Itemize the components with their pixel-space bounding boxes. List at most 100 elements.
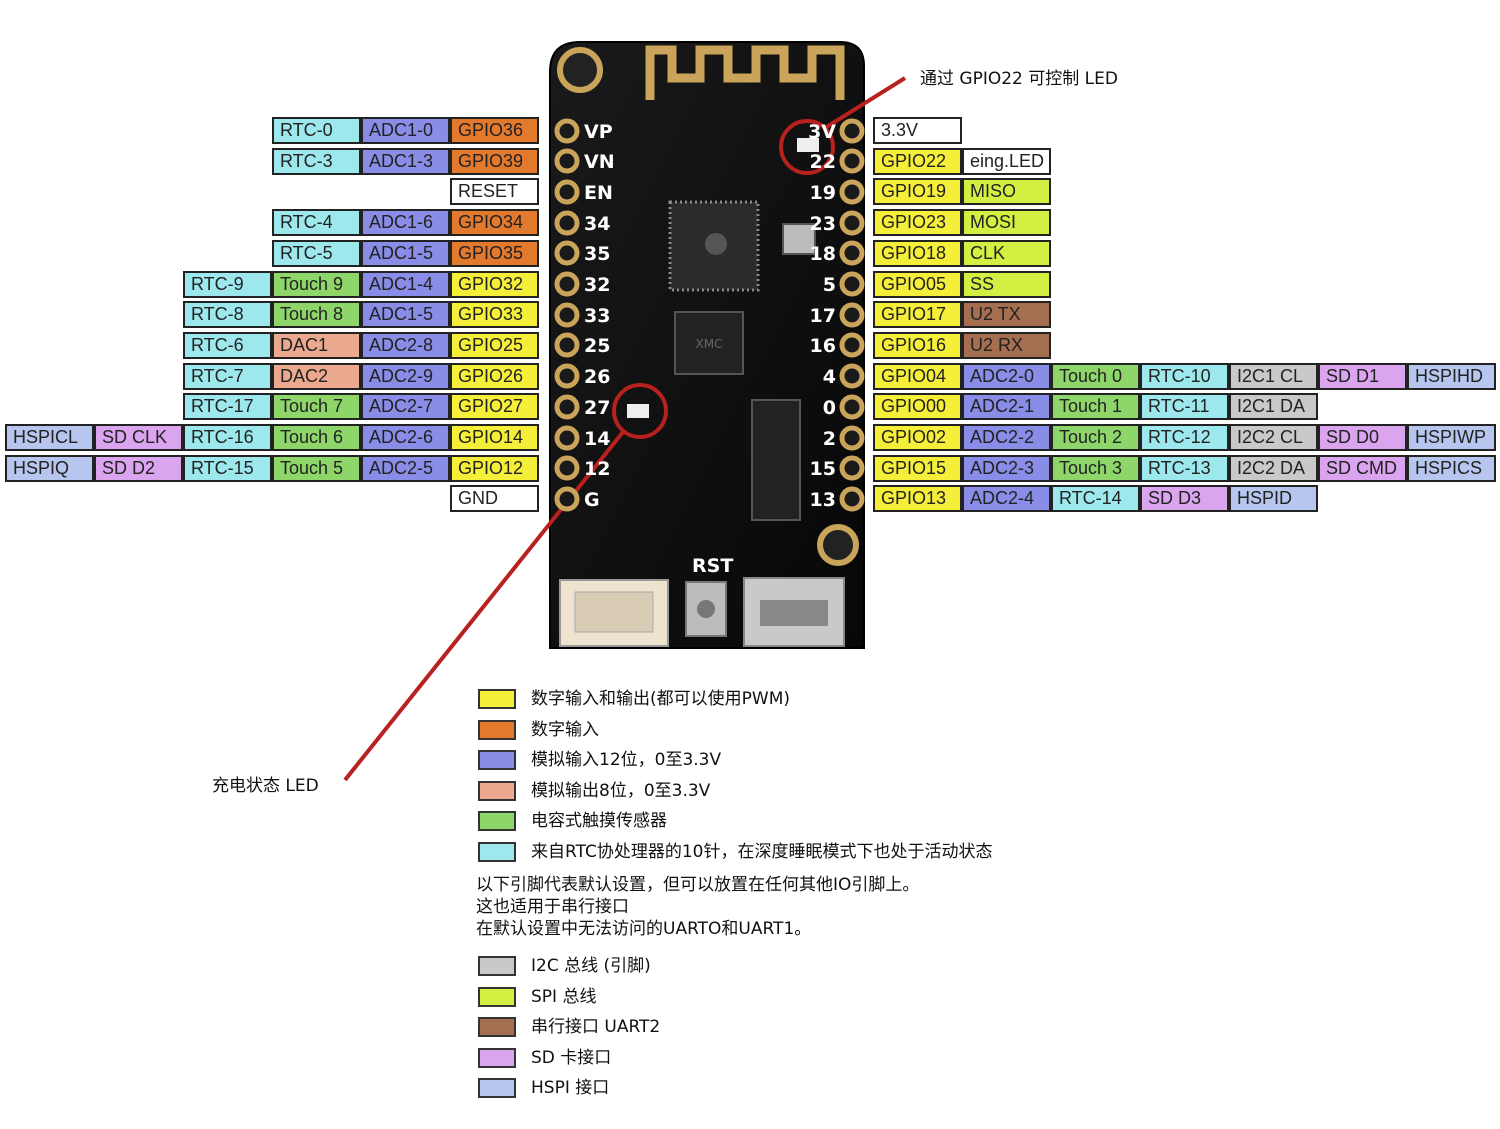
legend-note-line-1: 以下引脚代表默认设置，但可以放置在任何其他IO引脚上。	[476, 875, 920, 895]
pin-function-touch-6: Touch 6	[272, 424, 361, 451]
board-header-pin	[554, 486, 580, 512]
board-silk-label-0: 0	[823, 397, 836, 419]
pin-function-touch-7: Touch 7	[272, 393, 361, 420]
pin-gpio17: GPIO17	[873, 301, 962, 328]
legend-label: 模拟输出8位，0至3.3V	[531, 780, 711, 801]
board-silk-label-27: 27	[584, 397, 610, 419]
pin-gpio13: GPIO13	[873, 485, 962, 512]
pin-function-u2-rx: U2 RX	[962, 332, 1051, 359]
pin-gpio35: GPIO35	[450, 240, 539, 267]
pin-function-adc2-4: ADC2-4	[962, 485, 1051, 512]
board-silk-label-15: 15	[810, 458, 836, 480]
pin-function-rtc-8: RTC-8	[183, 301, 272, 328]
board-header-pin	[554, 363, 580, 389]
charge-led-note: 充电状态 LED	[212, 776, 319, 796]
pin-function-adc2-8: ADC2-8	[361, 332, 450, 359]
charge-led-pointer	[343, 430, 625, 782]
pin-function-rtc-17: RTC-17	[183, 393, 272, 420]
pin-function-adc2-1: ADC2-1	[962, 393, 1051, 420]
legend-swatch	[478, 1017, 516, 1038]
legend-swatch	[478, 956, 516, 976]
legend-swatch	[478, 811, 516, 832]
pin-function-rtc-12: RTC-12	[1140, 424, 1229, 451]
gpio22-led-note: 通过 GPIO22 可控制 LED	[920, 69, 1118, 89]
legend-label: I2C 总线 (引脚)	[531, 956, 651, 976]
board-header-pin	[839, 302, 865, 328]
pin-function-u2-tx: U2 TX	[962, 301, 1051, 328]
pin-gpio02: GPIO02	[873, 424, 962, 451]
legend-swatch	[478, 689, 516, 709]
board-silk-label-23: 23	[810, 213, 836, 235]
pin-gpio12: GPIO12	[450, 455, 539, 482]
pin-function-hspics: HSPICS	[1407, 455, 1496, 482]
board-silk-label-12: 12	[584, 458, 610, 480]
pin-function-sd-cmd: SD CMD	[1318, 455, 1407, 482]
board-silk-label-en: EN	[584, 182, 613, 204]
board-header-pin	[839, 210, 865, 236]
pin-function-hspiq: HSPIQ	[5, 455, 94, 482]
pin-function-ss: SS	[962, 271, 1051, 298]
board-header-pin	[839, 394, 865, 420]
board-silk-label-2: 2	[823, 428, 836, 450]
pin-function-touch-3: Touch 3	[1051, 455, 1140, 482]
board-header-pin	[839, 332, 865, 358]
board-header-pin	[554, 455, 580, 481]
legend-swatch	[478, 780, 516, 801]
pin-function-touch-2: Touch 2	[1051, 424, 1140, 451]
pin-gpio05: GPIO05	[873, 271, 962, 298]
board-silk-label-4: 4	[823, 366, 836, 388]
pin-function-rtc-16: RTC-16	[183, 424, 272, 451]
board-silk-label-35: 35	[584, 243, 610, 265]
pin-function-rtc-11: RTC-11	[1140, 393, 1229, 420]
board-header-pin	[839, 179, 865, 205]
pin-function-sd-d2: SD D2	[94, 455, 183, 482]
pin-function-miso: MISO	[962, 178, 1051, 205]
pin-function-adc2-6: ADC2-6	[361, 424, 450, 451]
pin-function-i2c2-da: I2C2 DA	[1229, 455, 1318, 482]
legend-swatch	[478, 719, 516, 740]
legend-label: SPI 总线	[531, 986, 597, 1007]
board-header-pin	[839, 148, 865, 174]
pin-gpio32: GPIO32	[450, 271, 539, 298]
pin-function-hspid: HSPID	[1229, 485, 1318, 512]
board-silk-label-3v: 3V	[808, 121, 836, 143]
board-header-pin	[839, 363, 865, 389]
pin-function-adc1-3: ADC1-3	[361, 148, 450, 175]
pin-function-touch-0: Touch 0	[1051, 363, 1140, 390]
pin-function-adc1-4: ADC1-4	[361, 271, 450, 298]
legend-swatch	[478, 986, 516, 1007]
board-silk-label-rst: RST	[692, 555, 733, 577]
pin-function-sd-d0: SD D0	[1318, 424, 1407, 451]
legend-label: 数字输入	[531, 719, 599, 740]
pin-gpio04: GPIO04	[873, 363, 962, 390]
legend-swatch	[478, 1047, 516, 1068]
gpio22-led-pointer	[823, 76, 907, 130]
pin-gpio16: GPIO16	[873, 332, 962, 359]
board-header-pin	[839, 118, 865, 144]
legend-label: 电容式触摸传感器	[531, 811, 667, 832]
board-header-pin	[554, 148, 580, 174]
pin-function-adc1-5: ADC1-5	[361, 301, 450, 328]
legend-swatch	[478, 842, 516, 862]
pin-function-adc2-3: ADC2-3	[962, 455, 1051, 482]
pin-function-rtc-15: RTC-15	[183, 455, 272, 482]
legend-note-line-3: 在默认设置中无法访问的UARTO和UART1。	[476, 919, 812, 939]
pin-function-adc2-2: ADC2-2	[962, 424, 1051, 451]
mount-hole-bottom	[817, 524, 859, 566]
board-silk-label-26: 26	[584, 366, 610, 388]
pin-function-i2c2-cl: I2C2 CL	[1229, 424, 1318, 451]
board-header-pin	[554, 332, 580, 358]
board-header-pin	[554, 179, 580, 205]
pin-function-sd-d1: SD D1	[1318, 363, 1407, 390]
pin-function-eing-led: eing.LED	[962, 148, 1051, 175]
pin-function-rtc-13: RTC-13	[1140, 455, 1229, 482]
pin-function-adc2-5: ADC2-5	[361, 455, 450, 482]
pin-function-i2c1-da: I2C1 DA	[1229, 393, 1318, 420]
pin-gpio15: GPIO15	[873, 455, 962, 482]
pin-gpio18: GPIO18	[873, 240, 962, 267]
pin-function-rtc-6: RTC-6	[183, 332, 272, 359]
legend-label: SD 卡接口	[531, 1047, 612, 1068]
pin-function-adc1-5: ADC1-5	[361, 240, 450, 267]
chip-logo	[705, 233, 727, 255]
board-silk-label-25: 25	[584, 335, 610, 357]
